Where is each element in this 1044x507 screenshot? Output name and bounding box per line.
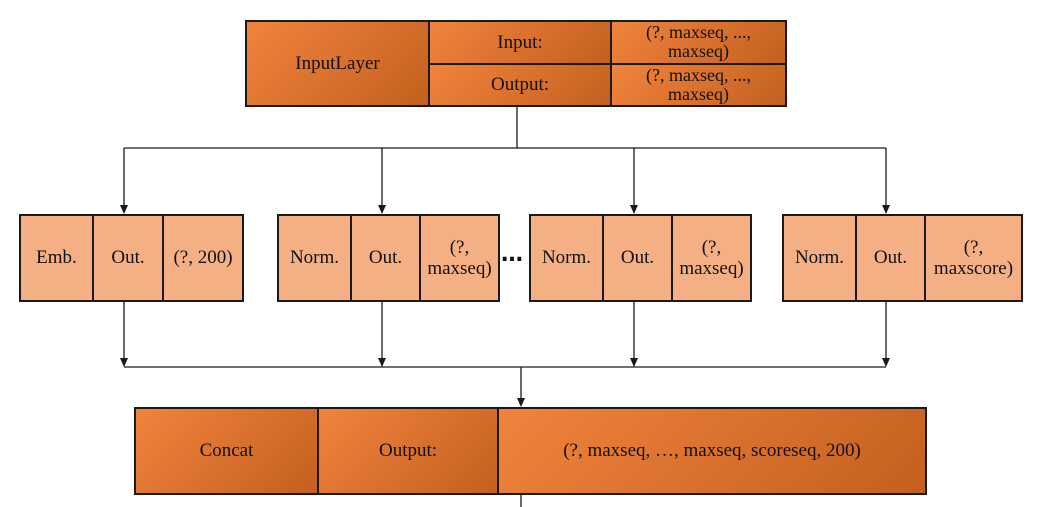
branch-4-out-label: Out. (855, 216, 924, 300)
output-label: Output: (430, 64, 610, 105)
branch-4-shape: (?, maxscore) (924, 216, 1021, 300)
concat-output-shape: (?, maxseq, …, maxseq, scoreseq, 200) (497, 409, 925, 493)
branch-1-shape: (?, 200) (162, 216, 242, 300)
branch-2-out-label: Out. (350, 216, 419, 300)
input-label: Input: (430, 22, 610, 63)
branch-3-out-label: Out. (602, 216, 671, 300)
input-layer-shapes: (?, maxseq, ..., maxseq) (?, maxseq, ...… (610, 22, 785, 105)
concat-name: Concat (136, 409, 317, 493)
input-layer-labels: Input: Output: (428, 22, 610, 105)
branch-block-1: Emb. Out. (?, 200) (19, 214, 244, 302)
output-shape: (?, maxseq, ..., maxseq) (612, 64, 785, 105)
branch-1-type: Emb. (21, 216, 92, 300)
input-layer-name: InputLayer (247, 22, 428, 105)
branch-block-3: Norm. Out. (?, maxseq) (529, 214, 752, 302)
branch-block-2: Norm. Out. (?, maxseq) (277, 214, 500, 302)
branch-ellipsis: … (501, 242, 524, 267)
branch-block-4: Norm. Out. (?, maxscore) (782, 214, 1023, 302)
input-layer-block: InputLayer Input: Output: (?, maxseq, ..… (245, 20, 787, 107)
branch-2-type: Norm. (279, 216, 350, 300)
branch-3-shape: (?, maxseq) (671, 216, 750, 300)
branch-1-out-label: Out. (92, 216, 162, 300)
concat-block: Concat Output: (?, maxseq, …, maxseq, sc… (134, 407, 927, 495)
branch-4-type: Norm. (784, 216, 855, 300)
input-shape: (?, maxseq, ..., maxseq) (612, 22, 785, 63)
branch-3-type: Norm. (531, 216, 602, 300)
branch-2-shape: (?, maxseq) (419, 216, 498, 300)
concat-output-label: Output: (317, 409, 497, 493)
